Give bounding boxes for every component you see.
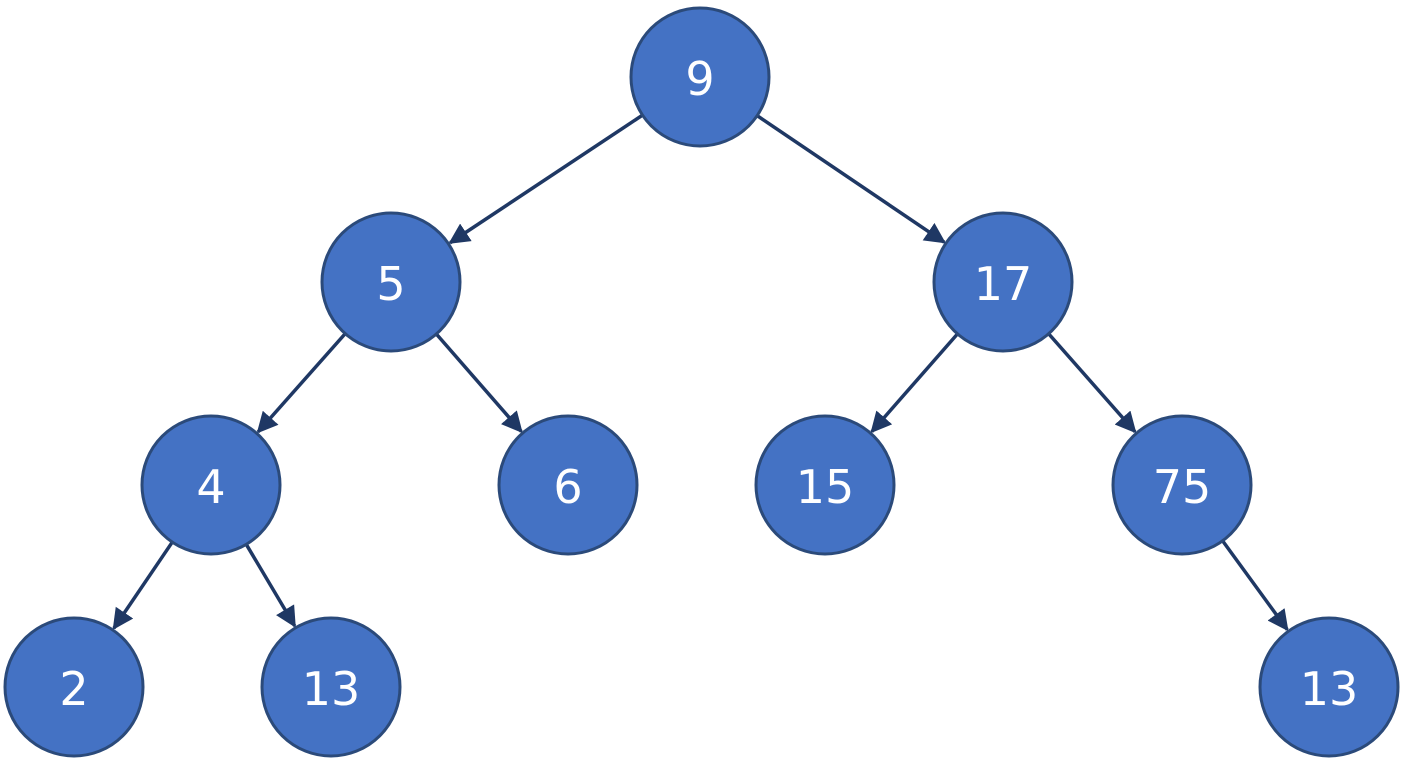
node-label: 13 <box>1300 662 1359 716</box>
tree-node-n4: 4 <box>140 414 282 556</box>
edge-n75-n13b <box>1221 540 1289 632</box>
node-circle <box>1111 414 1253 556</box>
node-circle <box>320 211 462 353</box>
tree-node-n6: 6 <box>497 414 639 556</box>
node-label: 4 <box>196 460 225 514</box>
node-circle <box>932 211 1074 353</box>
node-label: 6 <box>553 460 582 514</box>
tree-node-n75: 75 <box>1111 414 1253 556</box>
edge-n5-n6 <box>435 333 523 434</box>
node-label: 15 <box>796 460 855 514</box>
node-label: 2 <box>59 662 88 716</box>
edge-n9-n17 <box>756 114 946 244</box>
node-label: 5 <box>376 257 405 311</box>
edges <box>112 114 1289 632</box>
node-label: 13 <box>302 662 361 716</box>
edge-n4-n2 <box>112 541 174 630</box>
edge-n17-n15 <box>870 333 959 434</box>
node-circle <box>754 414 896 556</box>
node-circle <box>140 414 282 556</box>
tree-node-n5: 5 <box>320 211 462 353</box>
node-circle <box>497 414 639 556</box>
node-label: 9 <box>685 52 714 106</box>
nodes: 9 5 17 4 6 15 75 2 13 13 <box>3 6 1400 758</box>
tree-node-n9: 9 <box>629 6 771 148</box>
node-circle <box>260 616 402 758</box>
edge-n17-n75 <box>1047 333 1137 434</box>
tree-node-n15: 15 <box>754 414 896 556</box>
node-circle <box>629 6 771 148</box>
tree-node-n2: 2 <box>3 616 145 758</box>
node-label: 17 <box>974 257 1033 311</box>
edge-n9-n5 <box>448 114 643 245</box>
tree-node-n13b: 13 <box>1258 616 1400 758</box>
edge-n5-n4 <box>256 333 346 434</box>
edge-n4-n13a <box>245 544 297 628</box>
node-circle <box>1258 616 1400 758</box>
tree-node-n13a: 13 <box>260 616 402 758</box>
tree-node-n17: 17 <box>932 211 1074 353</box>
node-label: 75 <box>1153 460 1212 514</box>
node-circle <box>3 616 145 758</box>
